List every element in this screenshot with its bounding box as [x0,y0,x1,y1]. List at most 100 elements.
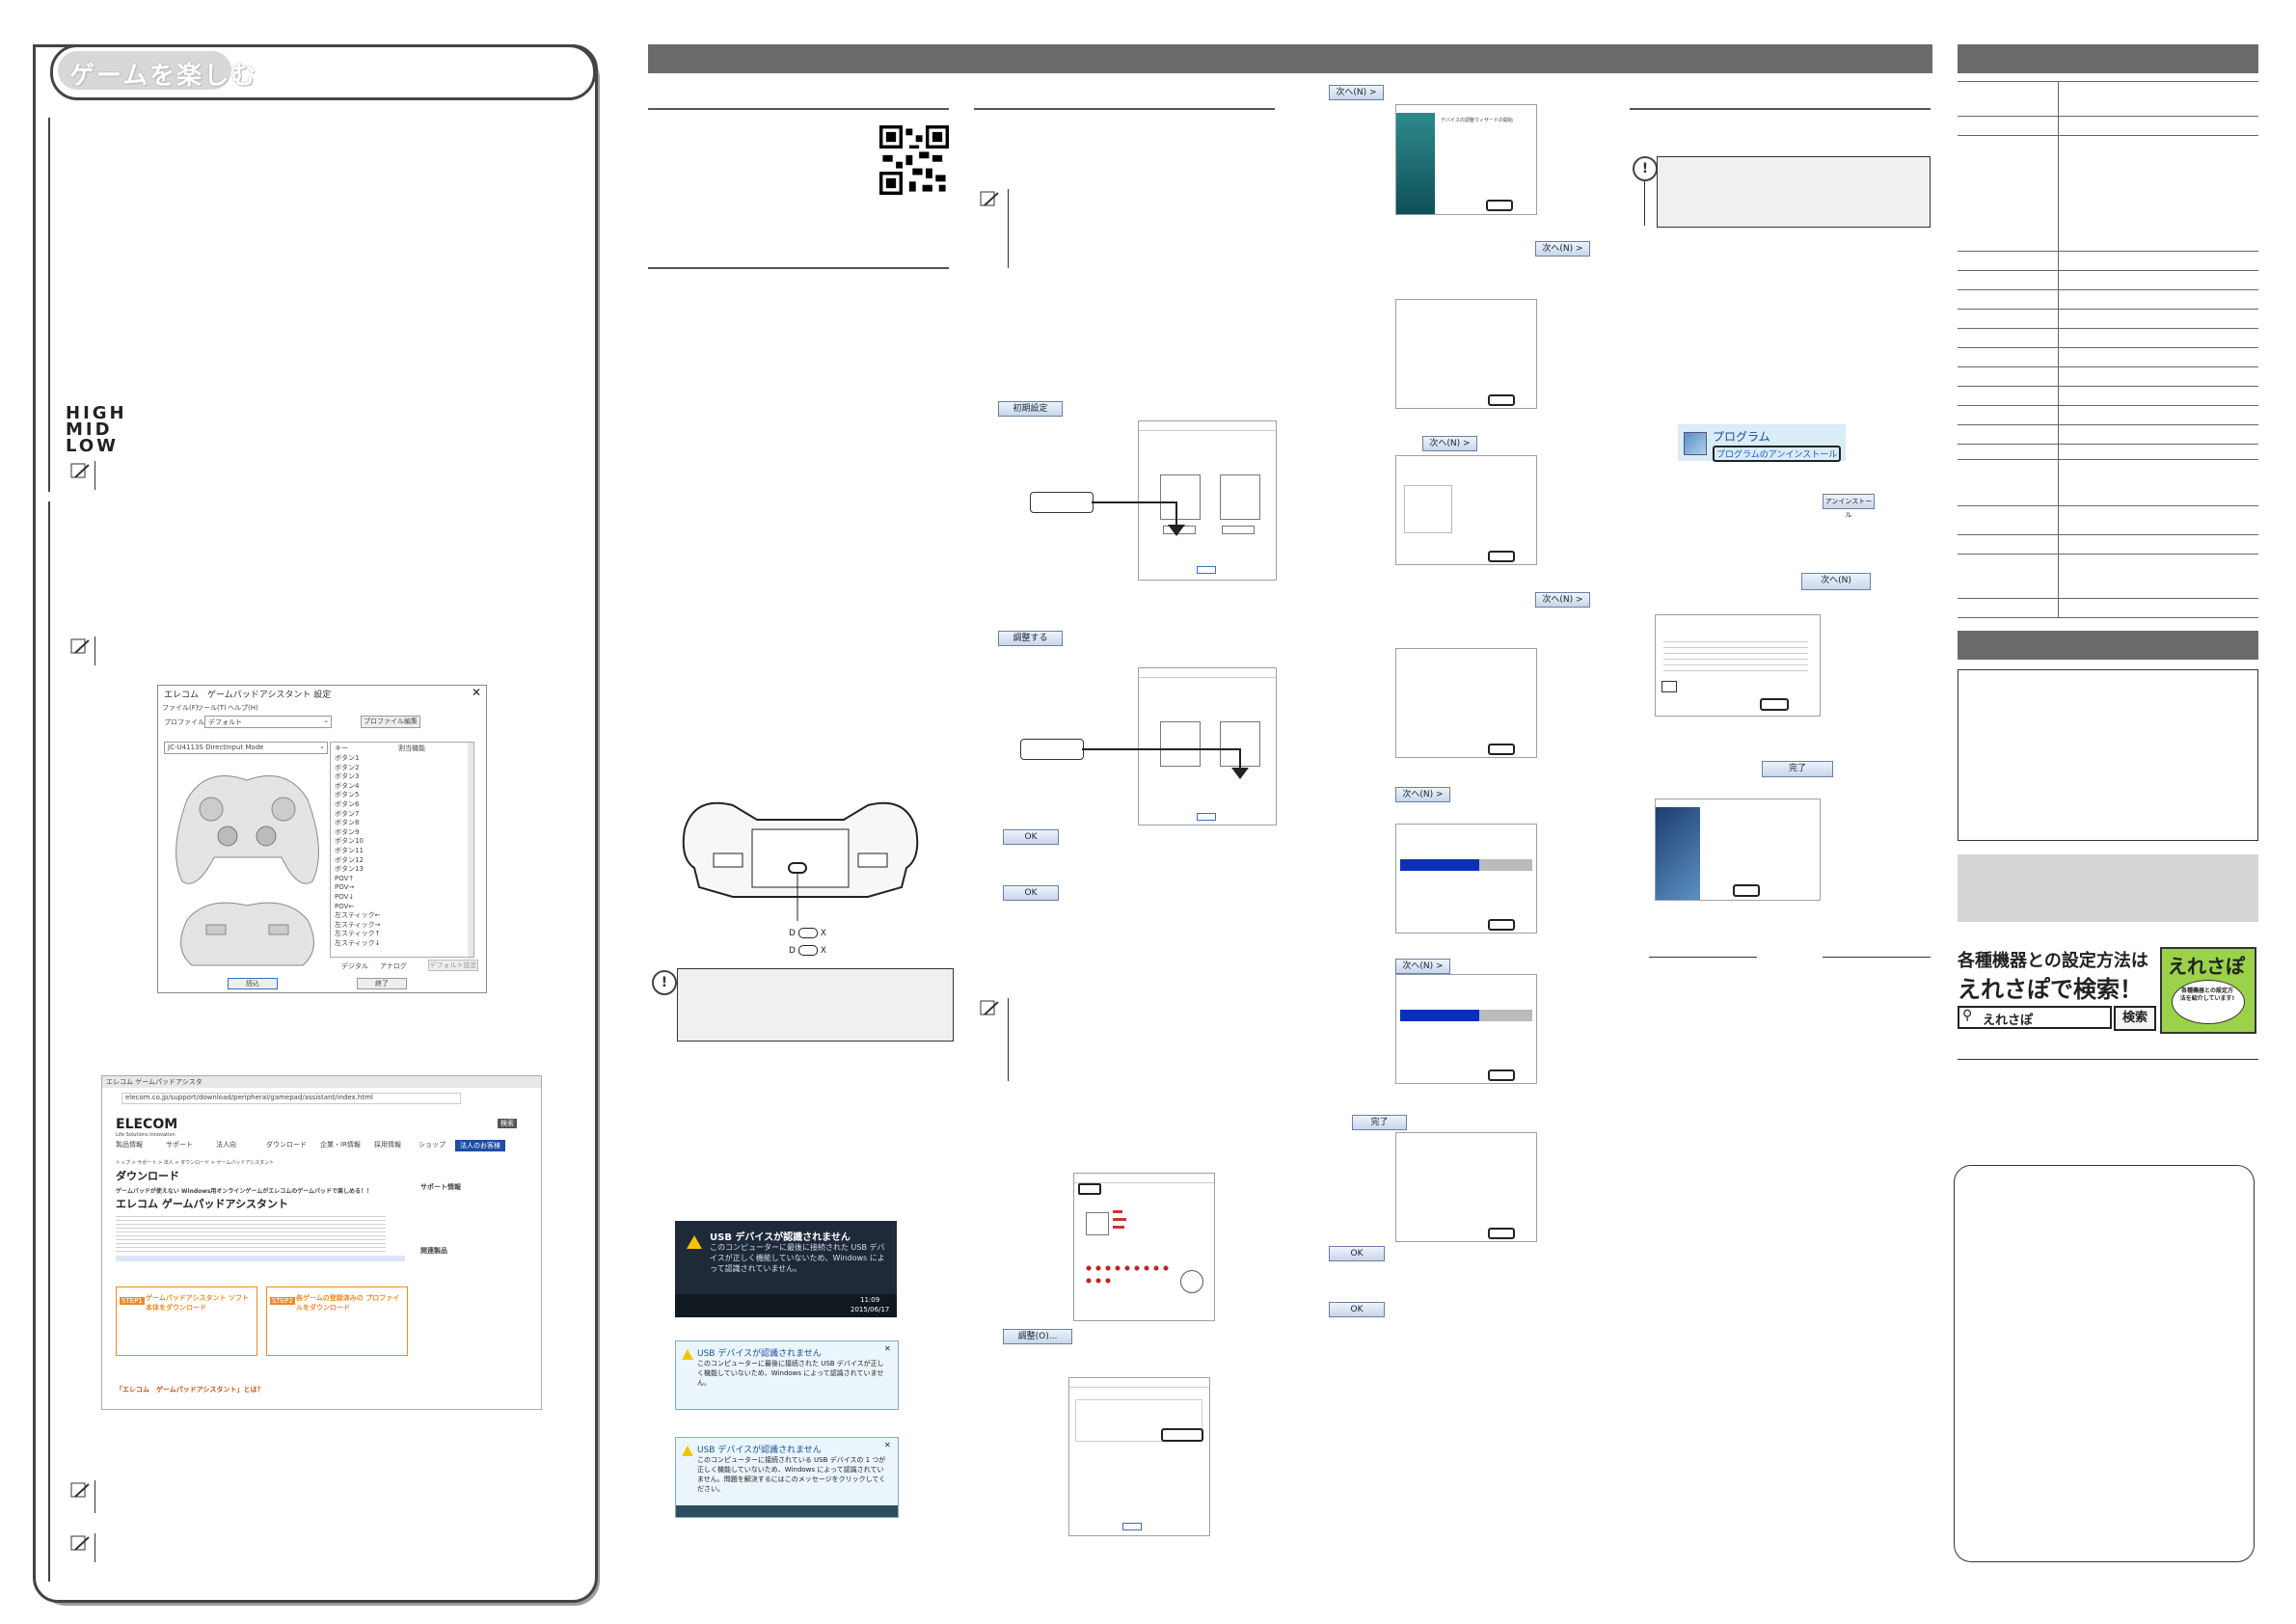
device-select[interactable]: JC-U4113S DirectInput Mode ⌄ [164,742,328,754]
list-item[interactable]: ボタン12 [335,855,364,864]
ad-search-input[interactable]: ⚲ えれさぽ [1958,1006,2112,1029]
dl2-step: STEP2 [270,1297,295,1305]
rule [1823,957,1931,958]
ok-button[interactable]: OK [1003,829,1059,845]
list-item[interactable]: ボタン7 [335,809,360,818]
next-button[interactable]: 次へ(N) [1801,573,1871,590]
rule [974,108,1275,110]
profile-select[interactable]: デフォルト ⌄ [204,716,332,728]
list-item[interactable]: POV↑ [335,874,355,882]
list-item[interactable]: POV→ [335,883,355,892]
ok-button[interactable]: OK [1003,885,1059,901]
list-item[interactable]: ボタン10 [335,837,364,846]
next-button[interactable]: 次へ(N) > [1535,592,1590,608]
memo-icon [980,1000,999,1015]
adjust-button[interactable]: 調整する [998,631,1063,646]
warning-line [1644,181,1645,226]
notes-box [1954,1165,2255,1562]
chevron-down-icon: ⌄ [319,743,325,750]
radio-analog[interactable]: アナログ [380,962,407,970]
nav-business[interactable]: 法人向 [216,1141,236,1149]
gamepad-top-illustration [682,801,919,921]
profile-edit-button[interactable]: プロファイル編集 [361,716,420,728]
ad-line-2: えれさぽで検索！ [1958,976,2143,1003]
close-icon[interactable]: ✕ [884,1344,891,1353]
usb-toast-dark[interactable]: USB デバイスが認識されません このコンピューターに最後に接続された USB … [675,1221,897,1317]
end-button[interactable]: 終了 [357,978,407,989]
ad-search-button[interactable]: 検索 [2114,1006,2156,1031]
close-icon[interactable]: ✕ [884,1441,891,1449]
list-item[interactable]: POV↓ [335,892,355,901]
list-item[interactable]: ボタン4 [335,781,360,790]
rule [648,267,949,269]
menu-tool[interactable]: ツール(T) [197,704,227,712]
control-panel-programs[interactable]: プログラム プログラムのアンインストール [1678,424,1846,462]
spec-header-bar [1958,44,2258,73]
nav-company[interactable]: 企業・IR情報 [320,1141,361,1149]
list-item[interactable]: ボタン8 [335,819,360,827]
next-button[interactable]: 次へ(N) > [1395,959,1450,974]
ok-button[interactable]: OK [1329,1302,1385,1317]
close-icon[interactable]: ✕ [472,686,482,699]
default-button[interactable]: デフォルト設定 [428,960,478,971]
list-item[interactable]: ボタン3 [335,772,360,781]
assistant-window-title: エレコム ゲームパッドアシスタント 設定 [164,690,332,700]
finish-button[interactable]: 完了 [1352,1115,1407,1130]
download-box-1[interactable]: STEP1 ゲームパッドアシスタント ソフト本体をダウンロード [116,1286,257,1356]
memo-icon [70,1482,90,1498]
support-box [1958,669,2258,841]
list-item[interactable]: ボタン6 [335,799,360,808]
nav-support[interactable]: サポート [166,1141,193,1149]
menu-file[interactable]: ファイル(F) [162,704,199,712]
menu-help[interactable]: ヘルプ(H) [228,704,258,712]
usb-balloon-3[interactable]: USB デバイスが認識されません このコンピューターに接続されている USB デ… [675,1437,899,1518]
next-button[interactable]: 次へ(N) > [1395,787,1450,802]
list-item[interactable]: 左スティック→ [335,920,381,929]
warning-icon [687,1235,702,1249]
list-item[interactable]: 左スティック↓ [335,938,381,947]
site-search-button[interactable]: 検索 [498,1119,517,1128]
next-button[interactable]: 次へ(N) > [1422,436,1477,451]
nav-download[interactable]: ダウンロード [266,1141,307,1149]
finish-button[interactable]: 完了 [1762,761,1833,777]
wizard-shot-2 [1395,299,1537,409]
section-header-bar [648,44,1932,73]
browser-tab[interactable]: エレコム ゲームパッドアシスタ [106,1078,203,1086]
level-low: LOW [66,436,119,456]
list-item[interactable]: ボタン5 [335,791,360,799]
wizard-title: デバイスの調整ウィザードの開始 [1441,118,1513,123]
eresapo-logo-bubble [2172,980,2245,1024]
list-item[interactable]: ボタン11 [335,846,364,854]
next-button[interactable]: 次へ(N) > [1535,241,1590,257]
address-url: elecom.co.jp/support/download/peripheral… [125,1094,373,1101]
uninstall-button[interactable]: アンインストール [1823,494,1875,519]
list-item[interactable]: ボタン9 [335,827,360,836]
usb-balloon-2[interactable]: USB デバイスが認識されません このコンピューターに最後に接続された USB … [675,1340,899,1410]
nav-shop[interactable]: ショップ [419,1141,446,1149]
memo-line [1008,998,1009,1081]
properties-adjust-button[interactable]: 調整(O)... [1003,1329,1072,1344]
list-item[interactable]: ボタン13 [335,865,364,874]
address-bar[interactable]: elecom.co.jp/support/download/peripheral… [122,1093,461,1104]
nav-products[interactable]: 製品情報 [116,1141,143,1149]
led-label-x: X [820,929,826,938]
radio-digital[interactable]: デジタル [341,962,368,970]
initialize-button[interactable]: 初期設定 [998,401,1063,417]
uninstall-link[interactable]: プログラムのアンインストール [1713,446,1842,462]
read-button[interactable]: 読込 [228,978,278,989]
list-item[interactable]: 左スティック← [335,911,381,920]
list-item[interactable]: ボタン1 [335,754,360,762]
list-item[interactable]: POV← [335,902,355,910]
login-button[interactable]: 法人のお客様 [455,1140,505,1151]
dl1-label: ゲームパッドアシスタント ソフト本体をダウンロード [146,1294,249,1312]
nav-recruit[interactable]: 採用情報 [374,1141,401,1149]
scrollbar[interactable] [468,743,473,957]
next-button[interactable]: 次へ(N) > [1329,85,1384,100]
ok-button[interactable]: OK [1329,1246,1385,1261]
list-item[interactable]: ボタン2 [335,763,360,771]
download-box-2[interactable]: STEP2 各ゲームの登録済みの プロファイルをダウンロード [266,1286,408,1356]
dl1-step: STEP1 [120,1297,145,1305]
list-item[interactable]: 左スティック↑ [335,930,381,938]
